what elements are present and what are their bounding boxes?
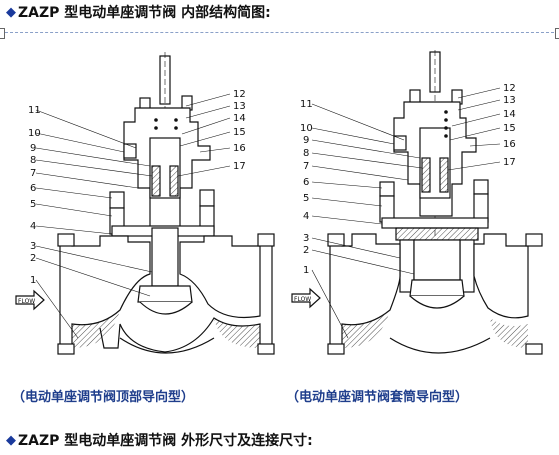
flow-label-right: FLOW <box>294 296 311 303</box>
valve-left-top-guided <box>15 52 275 355</box>
label-right-12: 12 <box>503 83 516 94</box>
label-left-2: 2 <box>30 253 36 264</box>
label-right-2: 2 <box>303 245 309 256</box>
label-right-9: 9 <box>303 135 309 146</box>
label-right-13: 13 <box>503 95 516 106</box>
structure-heading-text: ZAZP 型电动单座调节阀 内部结构简图: <box>18 5 271 21</box>
valve-diagrams: 11 10 9 8 7 6 5 4 3 2 1 12 13 14 15 16 1… <box>15 50 543 355</box>
divider-right-marker <box>555 28 559 39</box>
caption-top-guided: （电动单座调节阀顶部导向型） <box>12 390 195 405</box>
label-left-16: 16 <box>233 143 246 154</box>
page-heading-structure: ◆ ZAZP 型电动单座调节阀 内部结构简图: <box>6 2 271 22</box>
divider-line <box>0 32 559 33</box>
label-left-5: 5 <box>30 199 36 210</box>
label-left-17: 17 <box>233 161 246 172</box>
label-right-6: 6 <box>303 177 309 188</box>
label-left-8: 8 <box>30 155 36 166</box>
label-right-7: 7 <box>303 161 309 172</box>
caption-cage-guided: （电动单座调节阀套筒导向型） <box>286 390 469 405</box>
label-right-5: 5 <box>303 193 309 204</box>
label-left-13: 13 <box>233 101 246 112</box>
label-left-1: 1 <box>30 275 36 286</box>
label-left-14: 14 <box>233 113 246 124</box>
label-right-17: 17 <box>503 157 516 168</box>
label-right-15: 15 <box>503 123 516 134</box>
valve-right-cage-guided <box>291 50 543 355</box>
label-left-10: 10 <box>28 128 41 139</box>
dimensions-heading-text: ZAZP 型电动单座调节阀 外形尺寸及连接尺寸: <box>18 433 313 449</box>
label-right-11: 11 <box>300 99 313 110</box>
diamond-bullet-icon: ◆ <box>6 432 16 448</box>
label-right-10: 10 <box>300 123 313 134</box>
diamond-bullet-icon: ◆ <box>6 4 16 20</box>
label-right-8: 8 <box>303 148 309 159</box>
page-heading-dimensions: ◆ ZAZP 型电动单座调节阀 外形尺寸及连接尺寸: <box>6 430 313 450</box>
valve-left-labels: 11 10 9 8 7 6 5 4 3 2 1 12 13 14 15 16 1… <box>18 89 246 305</box>
label-right-4: 4 <box>303 211 309 222</box>
label-left-6: 6 <box>30 183 36 194</box>
valve-right-labels: 11 10 9 8 7 6 5 4 3 2 1 12 13 14 15 16 1… <box>294 83 516 303</box>
label-left-7: 7 <box>30 168 36 179</box>
label-left-4: 4 <box>30 221 36 232</box>
label-left-15: 15 <box>233 127 246 138</box>
label-right-14: 14 <box>503 109 516 120</box>
label-left-12: 12 <box>233 89 246 100</box>
label-right-3: 3 <box>303 233 309 244</box>
flow-label-left: FLOW <box>18 298 35 305</box>
label-left-9: 9 <box>30 143 36 154</box>
label-left-3: 3 <box>30 241 36 252</box>
label-right-16: 16 <box>503 139 516 150</box>
label-left-11: 11 <box>28 105 41 116</box>
divider-left-marker <box>0 28 5 39</box>
label-right-1: 1 <box>303 265 309 276</box>
